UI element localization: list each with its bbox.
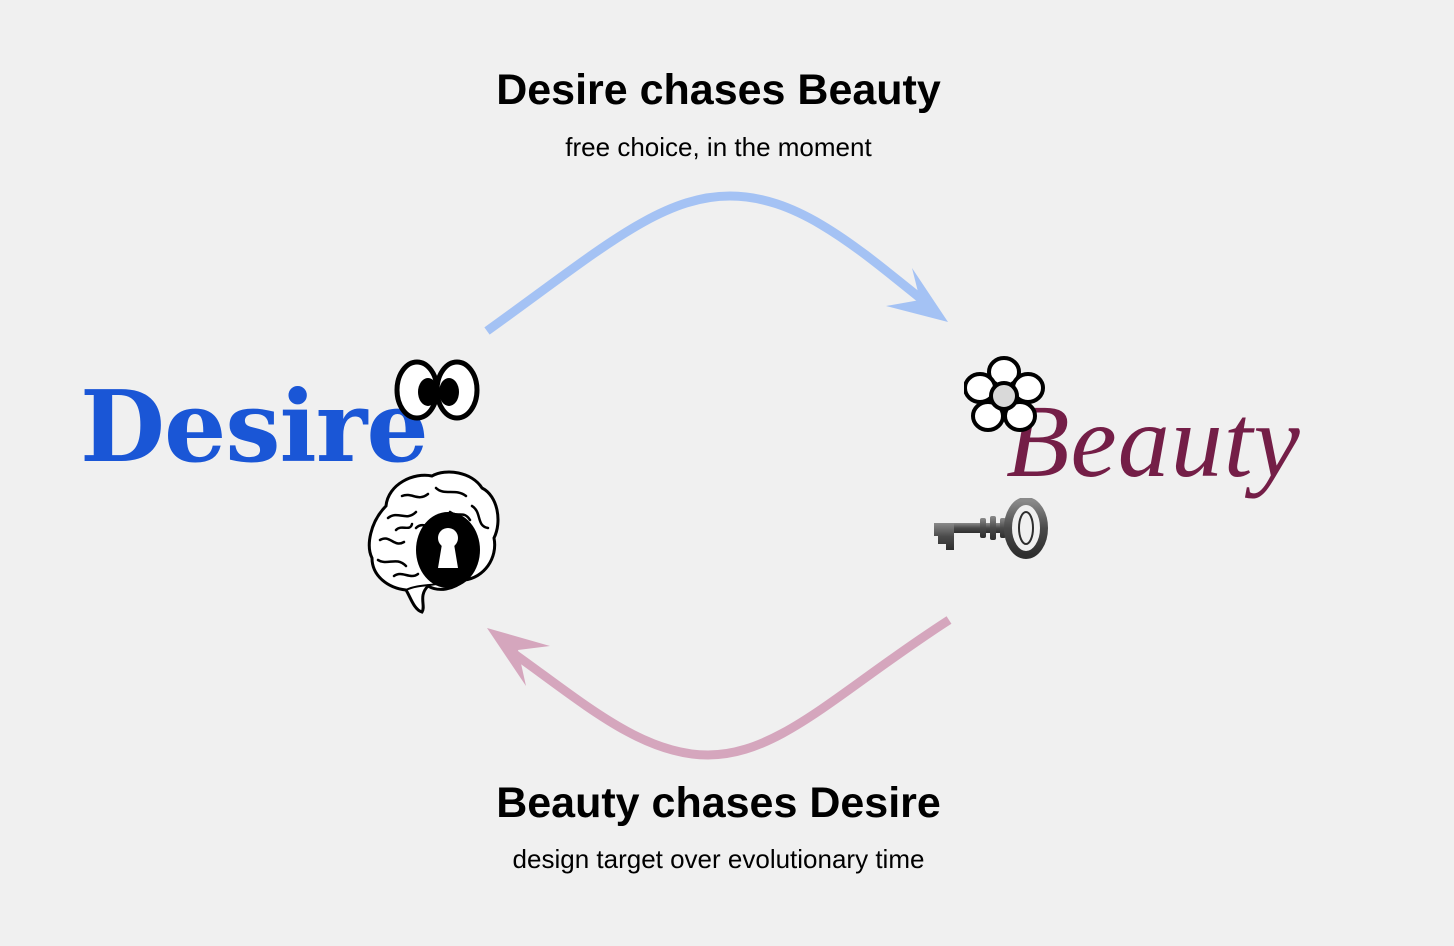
arrow-bottom-head <box>487 628 550 686</box>
arrow-top-head <box>886 268 948 322</box>
top-caption-subtitle: free choice, in the moment <box>565 132 872 162</box>
top-caption-title: Desire chases Beauty <box>496 66 941 114</box>
arrow-beauty-to-desire <box>487 616 952 760</box>
key-icon <box>934 498 1048 559</box>
brain-icon <box>367 470 500 614</box>
eyes-icon <box>394 359 480 421</box>
bottom-caption-subtitle: design target over evolutionary time <box>512 844 925 874</box>
flower-icon <box>964 356 1045 432</box>
arrow-bottom-curve <box>503 616 952 760</box>
desire-label: Desire <box>80 370 429 485</box>
arrow-desire-to-beauty <box>484 191 948 335</box>
arrow-top-curve <box>484 191 933 335</box>
beauty-label: Beauty <box>1006 384 1301 499</box>
bottom-caption-title: Beauty chases Desire <box>496 779 941 827</box>
